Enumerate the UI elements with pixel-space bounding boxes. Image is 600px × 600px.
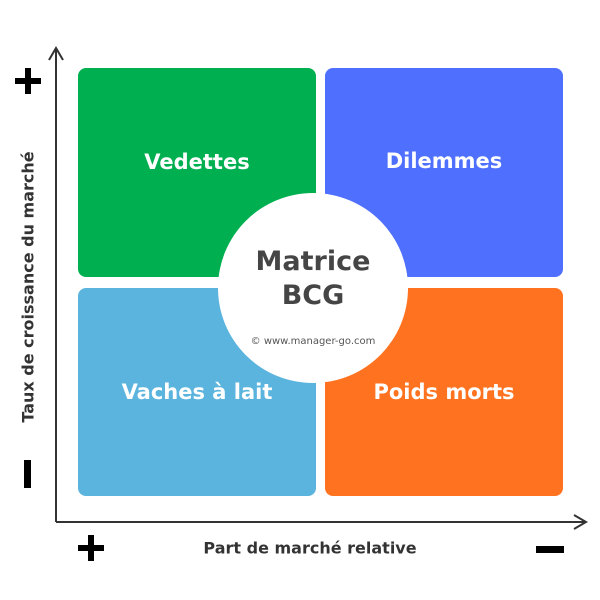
quadrant-label: Dilemmes — [385, 148, 503, 173]
x-right-minus-icon — [536, 546, 564, 553]
x-left-plus-icon — [78, 535, 104, 561]
x-axis-arrow — [573, 514, 588, 530]
center-circle: Matrice BCG © www.manager-go.com — [218, 193, 408, 383]
center-credit: © www.manager-go.com — [250, 336, 376, 347]
quadrant-label: Poids morts — [373, 380, 515, 404]
center-title: Matrice BCG — [218, 245, 408, 313]
y-bottom-minus-icon — [24, 460, 31, 488]
center-title-line2: BCG — [281, 280, 345, 311]
y-axis-arrow — [48, 46, 64, 61]
y-top-plus-icon — [15, 68, 41, 94]
quadrant-label: Vedettes — [144, 149, 250, 174]
x-axis-label: Part de marché relative — [203, 538, 417, 558]
center-title-line1: Matrice — [255, 246, 371, 277]
quadrant-label: Vaches à lait — [121, 380, 273, 404]
y-axis-label: Taux de croissance du marché — [18, 151, 38, 423]
